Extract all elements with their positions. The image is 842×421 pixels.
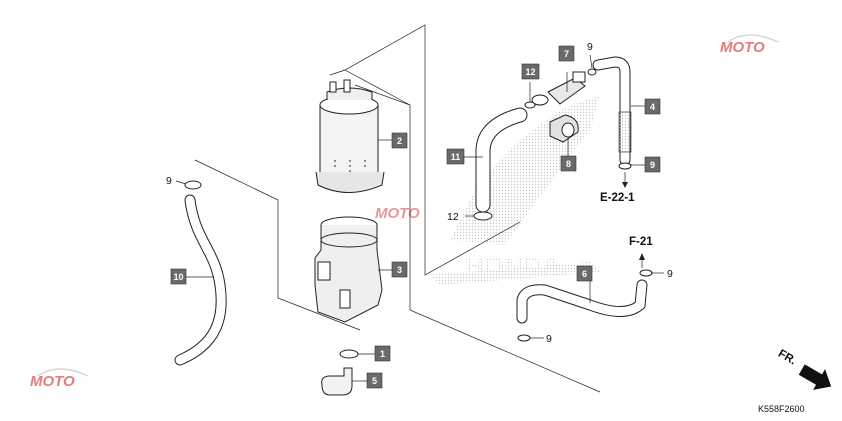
frame-lines xyxy=(194,24,601,393)
label-12-middle: 12 xyxy=(447,211,459,223)
svg-text:12: 12 xyxy=(525,67,535,77)
svg-text:9: 9 xyxy=(650,160,655,170)
callout-9: 9 xyxy=(644,156,661,173)
front-label: FR. xyxy=(776,348,798,368)
svg-text:MOTO: MOTO xyxy=(30,373,75,390)
front-direction-arrow: FR. xyxy=(776,348,832,390)
label-9-right: 9 xyxy=(667,268,673,280)
svg-text:6: 6 xyxy=(582,269,587,279)
callout-3: 3 xyxy=(391,261,408,278)
canister-bracket xyxy=(314,216,383,323)
arrow-icon xyxy=(798,364,832,390)
moto-watermark-center: MOTO xyxy=(375,205,420,222)
ref-f21: F-21 xyxy=(629,236,653,248)
callout-7: 7 xyxy=(558,45,575,62)
callout-11: 11 xyxy=(446,148,465,165)
label-9-bottom: 9 xyxy=(546,333,552,345)
label-9-top: 9 xyxy=(587,41,593,53)
svg-text:4: 4 xyxy=(650,102,655,112)
svg-text:MOTO: MOTO xyxy=(720,39,765,56)
svg-text:7: 7 xyxy=(564,49,569,59)
label-9-left: 9 xyxy=(166,175,172,187)
svg-text:3: 3 xyxy=(397,265,402,275)
hose-part-11 xyxy=(473,107,528,221)
clip-part-1 xyxy=(339,349,359,359)
svg-text:10: 10 xyxy=(173,272,183,282)
honda-watermark-text: HONDA xyxy=(465,251,561,281)
drawing-code: K558F2600 xyxy=(758,404,805,414)
canister xyxy=(315,79,385,193)
clip-part-12-top xyxy=(524,101,536,109)
callout-4: 4 xyxy=(644,98,661,115)
hose-part-6 xyxy=(516,253,653,342)
hose-part-10 xyxy=(174,180,227,366)
callout-12: 12 xyxy=(521,63,540,80)
leader-lines xyxy=(175,54,664,382)
svg-text:5: 5 xyxy=(372,376,377,386)
moto-watermark-bottom-left: MOTO xyxy=(30,368,89,390)
svg-text:MOTO: MOTO xyxy=(375,205,420,222)
callout-2: 2 xyxy=(391,132,408,149)
callout-1: 1 xyxy=(374,345,391,362)
callout-8: 8 xyxy=(560,155,577,172)
svg-text:8: 8 xyxy=(566,159,571,169)
hose-part-4 xyxy=(587,56,632,188)
svg-text:11: 11 xyxy=(451,152,461,162)
valve-part-7 xyxy=(531,71,586,106)
callout-10: 10 xyxy=(170,268,187,285)
svg-text:1: 1 xyxy=(380,349,385,359)
callout-5: 5 xyxy=(366,372,383,389)
cap-part-8 xyxy=(549,114,579,143)
ref-e22-1: E-22-1 xyxy=(600,192,635,204)
short-hose-part-5 xyxy=(321,367,353,396)
moto-watermark-top-right: MOTO xyxy=(720,34,779,56)
callout-6: 6 xyxy=(576,265,593,282)
svg-text:2: 2 xyxy=(397,136,402,146)
